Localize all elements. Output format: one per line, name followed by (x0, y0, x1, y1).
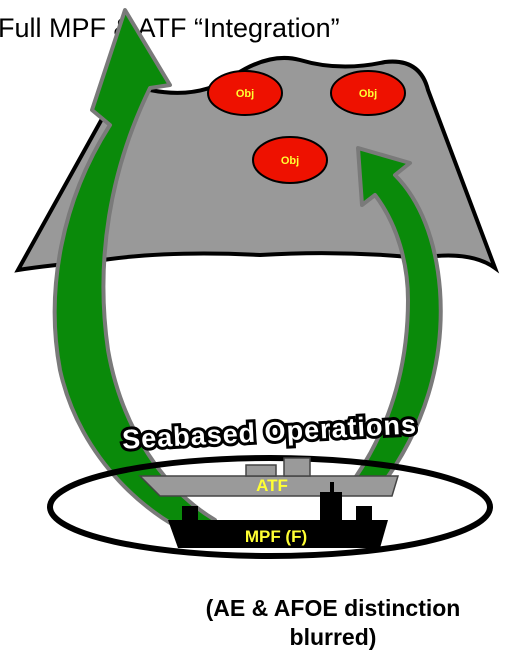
atf-label: ATF (256, 476, 288, 495)
mpf-superstructure (320, 492, 342, 520)
caption-line-2: blurred) (290, 624, 377, 650)
mpf-label: MPF (F) (245, 527, 307, 546)
objective-label: Obj (236, 88, 254, 100)
atf-island (284, 458, 310, 476)
mpf-mast (330, 482, 334, 494)
mpf-crane (356, 506, 372, 520)
caption-line-1: (AE & AFOE distinction (206, 595, 461, 621)
objective-label: Obj (359, 88, 377, 100)
objective-label: Obj (281, 155, 299, 167)
objective-2: Obj (331, 71, 405, 115)
objective-3: Obj (253, 137, 327, 183)
diagram-title: Full MPF & ATF “Integration” (0, 13, 340, 43)
atf-mast (246, 465, 276, 476)
mpf-bow-block (182, 506, 198, 520)
objective-1: Obj (208, 71, 282, 115)
